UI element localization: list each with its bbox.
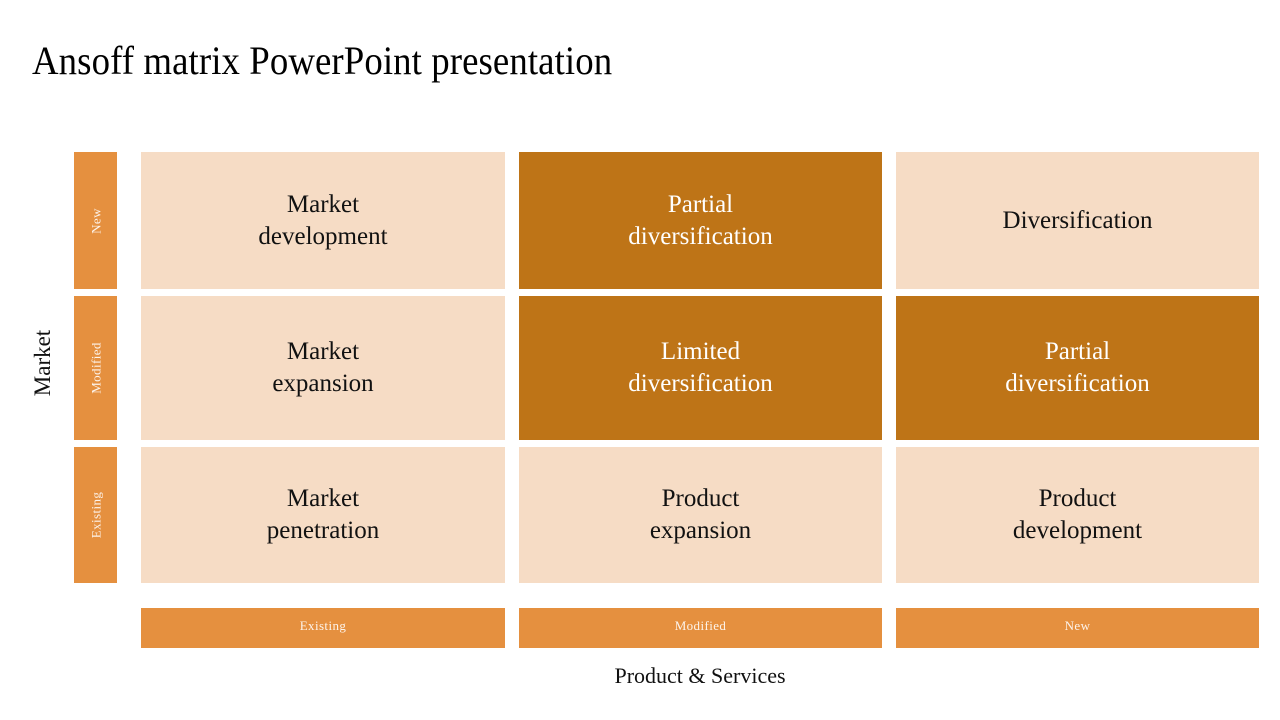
matrix-cell-new-new-text: Diversification	[993, 205, 1163, 237]
column-label-existing[interactable]: Existing	[141, 608, 505, 648]
matrix-cell-new-existing[interactable]: Market development	[141, 152, 505, 289]
column-label-modified-text: Modified	[674, 618, 727, 633]
row-label-new-text: New	[88, 207, 103, 234]
cell-line-1: Market	[286, 485, 360, 512]
cell-line-1: Diversification	[1002, 206, 1153, 234]
cell-line-2: diversification	[628, 222, 773, 250]
cell-line-1: Limited	[660, 338, 741, 365]
matrix-cell-existing-new-text: Product development	[1003, 483, 1152, 547]
row-label-modified[interactable]: Modified	[74, 296, 117, 440]
column-label-modified[interactable]: Modified	[519, 608, 882, 648]
matrix-cell-modified-new[interactable]: Partial diversification	[896, 296, 1259, 440]
matrix-cell-existing-existing[interactable]: Market penetration	[141, 447, 505, 583]
column-label-new-text: New	[1064, 618, 1091, 633]
matrix-cell-new-modified[interactable]: Partial diversification	[519, 152, 882, 289]
matrix-cell-new-modified-text: Partial diversification	[618, 189, 782, 253]
x-axis-title-product-services: Product & Services	[614, 663, 786, 688]
matrix-cell-existing-modified[interactable]: Product expansion	[519, 447, 882, 583]
column-label-existing-text: Existing	[299, 618, 347, 633]
cell-line-2: penetration	[266, 517, 380, 544]
matrix-cell-existing-existing-text: Market penetration	[257, 483, 389, 547]
matrix-cell-new-new[interactable]: Diversification	[896, 152, 1259, 289]
matrix-cell-modified-existing[interactable]: Market expansion	[141, 296, 505, 440]
cell-line-1: Product	[1038, 485, 1117, 512]
matrix-cell-existing-new[interactable]: Product development	[896, 447, 1259, 583]
matrix-cell-modified-modified[interactable]: Limited diversification	[519, 296, 882, 440]
matrix-cell-modified-existing-text: Market expansion	[262, 336, 383, 400]
row-label-existing[interactable]: Existing	[74, 447, 117, 583]
cell-line-2: diversification	[628, 370, 773, 397]
matrix-cell-modified-modified-text: Limited diversification	[618, 336, 782, 400]
cell-line-1: Partial	[1044, 338, 1111, 365]
cell-line-2: development	[258, 222, 388, 250]
column-label-new[interactable]: New	[896, 608, 1259, 648]
row-label-new[interactable]: New	[74, 152, 117, 289]
cell-line-1: Product	[661, 485, 740, 512]
cell-line-2: expansion	[649, 517, 752, 544]
row-label-existing-text: Existing	[88, 491, 103, 539]
y-axis-title-market: Market	[30, 329, 55, 397]
matrix-cell-new-existing-text: Market development	[248, 189, 397, 253]
cell-line-2: expansion	[272, 370, 374, 397]
cell-line-2: diversification	[1005, 370, 1150, 397]
cell-line-1: Market	[286, 338, 360, 365]
cell-line-2: development	[1012, 517, 1143, 544]
matrix-cell-existing-modified-text: Product expansion	[640, 483, 761, 547]
row-label-modified-text: Modified	[88, 342, 103, 394]
cell-line-1: Partial	[667, 190, 734, 218]
page-title: Ansoff matrix PowerPoint presentation	[32, 38, 613, 83]
cell-line-1: Market	[286, 190, 360, 218]
matrix-cell-modified-new-text: Partial diversification	[995, 336, 1159, 400]
